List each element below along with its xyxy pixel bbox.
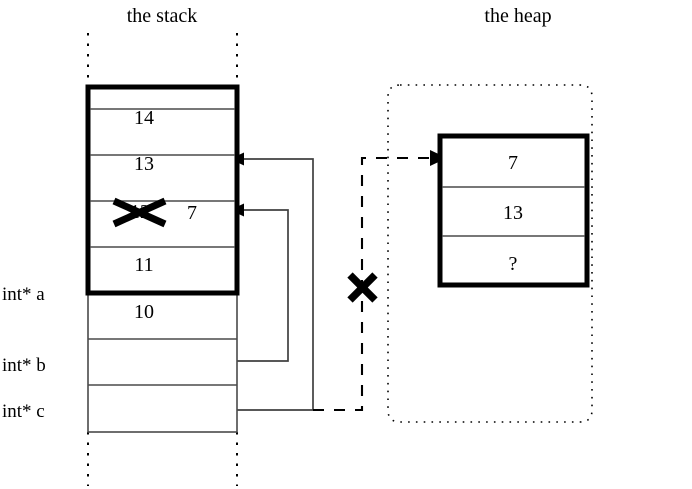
stack-locals-frame [87, 292, 238, 433]
stack-main-block [85, 84, 240, 296]
heap-cell-value: ? [509, 253, 518, 275]
heap-cell-value: 7 [508, 152, 518, 174]
pointer-c-to-heap-dashed [313, 156, 430, 412]
heap-title: the heap [484, 5, 551, 27]
variable-label-a: int* a [2, 284, 45, 305]
heap-region-boundary [387, 84, 593, 423]
stack-cell-value: 13 [134, 153, 154, 175]
heap-block [437, 133, 590, 288]
variable-label-c: int* c [2, 401, 45, 422]
stack-cell-value-replacement: 7 [187, 202, 197, 224]
variable-label-b: int* b [2, 355, 46, 376]
heap-cell-value: 13 [503, 202, 523, 224]
stack-cell-value: 11 [134, 254, 153, 276]
cross-out-dashed-pointer-icon [347, 272, 378, 303]
cross-out-12-icon [112, 197, 167, 228]
stack-cell-value: 10 [134, 301, 154, 323]
stack-title: the stack [127, 5, 198, 27]
stack-cell-value: 14 [134, 107, 154, 129]
